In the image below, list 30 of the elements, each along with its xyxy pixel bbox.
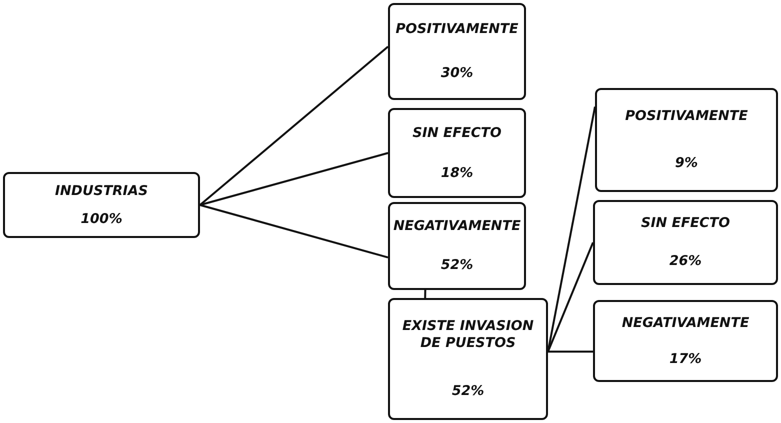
connector-line (424, 290, 426, 298)
category-label: NEGATIVAMENTE (393, 218, 521, 235)
text-box (595, 88, 778, 192)
text-box (593, 200, 778, 285)
percentage-label: 52% (452, 382, 484, 400)
category-label: POSITIVAMENTE (396, 21, 518, 38)
percentage-label: 26% (669, 252, 702, 270)
percentage-label: 52% (440, 257, 474, 274)
category-label: NEGATIVAMENTE (622, 314, 750, 332)
percentage-label: 9% (675, 155, 698, 172)
connector-line (200, 204, 388, 258)
category-label: SIN EFECTO (412, 124, 502, 142)
percentage-label: 17% (669, 350, 702, 368)
connector-line (548, 350, 593, 353)
category-label: POSITIVAMENTE (625, 108, 748, 125)
text-box (388, 3, 526, 100)
category-label: SIN EFECTO (640, 215, 730, 232)
category-label: INDUSTRIAS (54, 182, 148, 200)
connector-line (547, 242, 594, 352)
percentage-label: 18% (440, 164, 474, 182)
text-box (388, 108, 526, 198)
percentage-label: 100% (80, 210, 122, 228)
text-box (388, 202, 526, 290)
connector-line (200, 152, 388, 206)
percentage-label: 30% (440, 64, 474, 82)
category-label: EXISTE INVASION DE PUESTOS (401, 318, 535, 352)
connector-line (199, 46, 389, 206)
text-box (388, 298, 548, 420)
text-box (593, 300, 778, 382)
text-box (3, 172, 200, 238)
